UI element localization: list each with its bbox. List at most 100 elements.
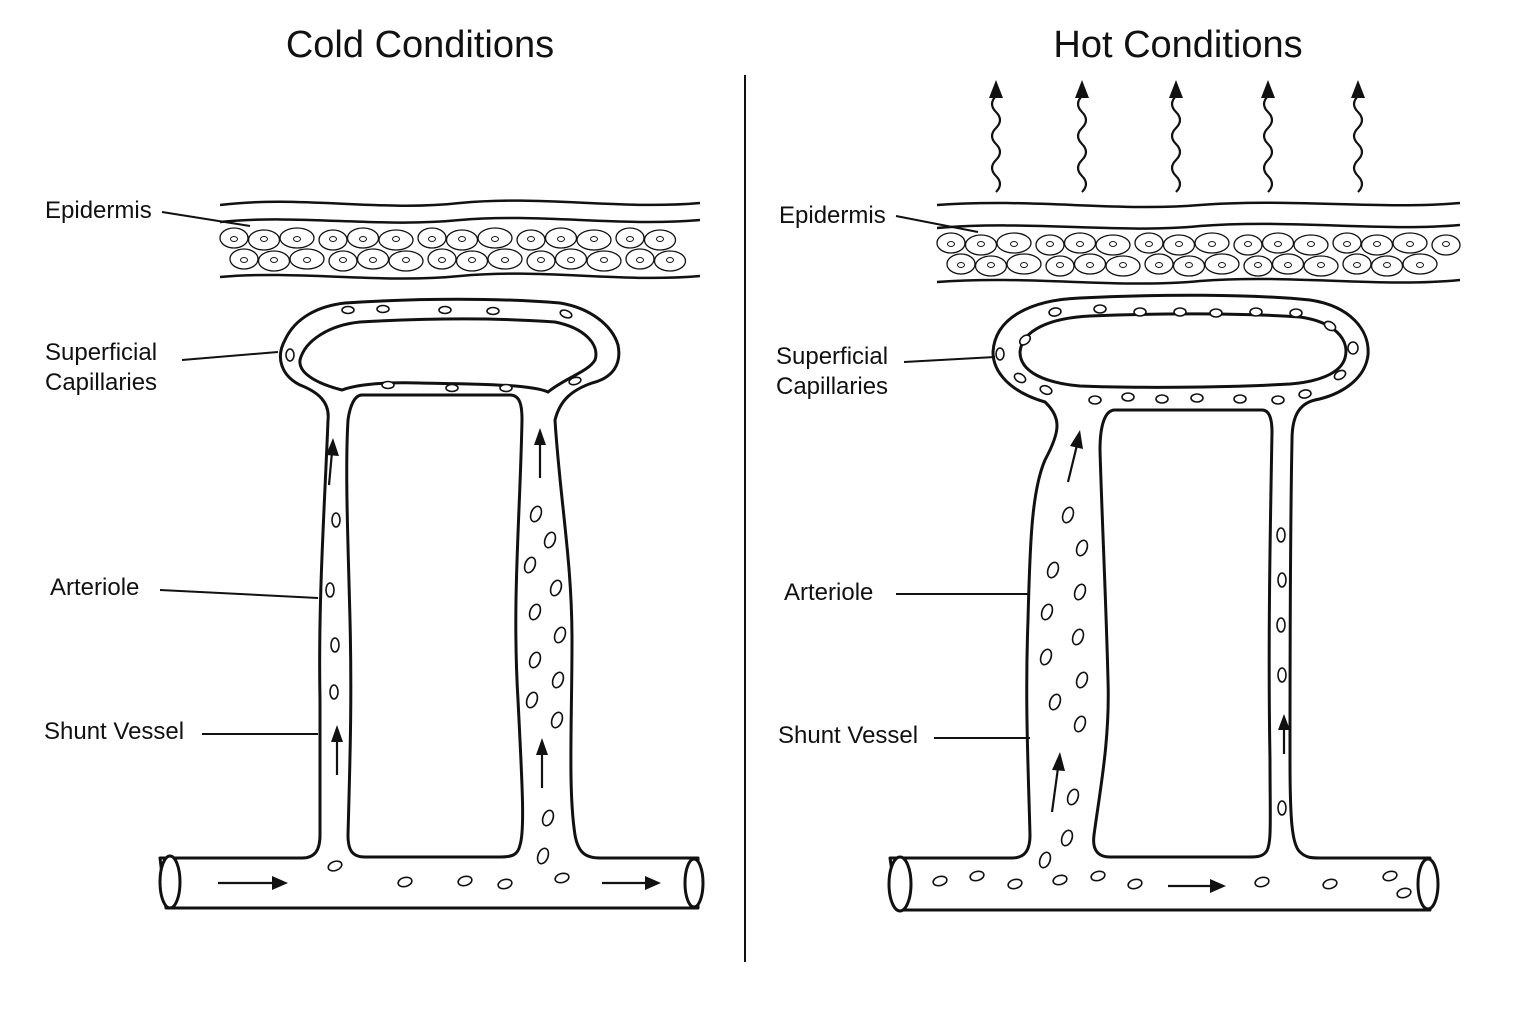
skin-cell-nucleus bbox=[656, 236, 664, 242]
skin-cell-nucleus bbox=[1020, 262, 1028, 268]
skin-cell-nucleus bbox=[1317, 262, 1325, 268]
blood-flow-arrow-icon bbox=[602, 876, 661, 890]
red-blood-cell-icon bbox=[1396, 887, 1412, 899]
skin-cell-nucleus bbox=[329, 236, 337, 242]
red-blood-cell-icon bbox=[327, 860, 343, 872]
red-blood-cell-icon bbox=[543, 531, 557, 549]
red-blood-cell-icon bbox=[1173, 307, 1187, 317]
skin-cell-nucleus bbox=[1175, 241, 1183, 247]
red-blood-cell-icon bbox=[1298, 389, 1312, 399]
skin-cell-nucleus bbox=[1307, 241, 1315, 247]
cold-epidermis-label: Epidermis bbox=[45, 197, 152, 224]
skin-cell-nucleus bbox=[339, 257, 347, 263]
hot-panel-title: Hot Conditions bbox=[1053, 24, 1303, 66]
red-blood-cell-icon bbox=[1322, 878, 1338, 890]
red-blood-cell-icon bbox=[541, 809, 555, 827]
skin-cell-nucleus bbox=[1145, 241, 1153, 247]
red-blood-cell-icon bbox=[969, 870, 985, 882]
blood-flow-arrow-icon bbox=[1278, 714, 1290, 754]
cold-vessel-left-cap bbox=[158, 854, 182, 910]
hot-panel bbox=[887, 80, 1461, 913]
red-blood-cell-icon bbox=[381, 380, 395, 390]
red-blood-cell-icon bbox=[995, 347, 1005, 361]
red-blood-cell-icon bbox=[445, 383, 459, 393]
red-blood-cell-icon bbox=[325, 582, 335, 598]
red-blood-cell-icon bbox=[1093, 304, 1107, 314]
cold-flow-arrows bbox=[218, 428, 661, 890]
red-blood-cell-icon bbox=[1090, 870, 1106, 882]
red-blood-cell-icon bbox=[486, 306, 500, 316]
skin-cell-nucleus bbox=[1343, 241, 1351, 247]
red-blood-cell-icon bbox=[1071, 628, 1085, 646]
red-blood-cell-icon bbox=[554, 872, 570, 884]
skin-cell-nucleus bbox=[438, 257, 446, 263]
red-blood-cell-icon bbox=[1040, 603, 1054, 621]
skin-cell-nucleus bbox=[369, 257, 377, 263]
skin-cell-nucleus bbox=[1274, 241, 1282, 247]
skin-cell-nucleus bbox=[957, 262, 965, 268]
skin-cell-nucleus bbox=[1353, 262, 1361, 268]
red-blood-cell-icon bbox=[1249, 307, 1263, 317]
red-blood-cell-icon bbox=[551, 671, 565, 689]
blood-flow-arrow-icon bbox=[326, 438, 339, 486]
skin-cell-nucleus bbox=[1119, 262, 1127, 268]
red-blood-cell-icon bbox=[457, 875, 473, 887]
red-blood-cell-icon bbox=[523, 556, 537, 574]
red-blood-cell-icon bbox=[559, 309, 573, 319]
blood-flow-arrow-icon bbox=[218, 876, 288, 890]
red-blood-cell-icon bbox=[1347, 341, 1359, 355]
skin-cell-nucleus bbox=[428, 236, 436, 242]
skin-cell-nucleus bbox=[240, 257, 248, 263]
blood-flow-arrow-icon bbox=[1066, 430, 1083, 483]
hot-red-blood-cells bbox=[932, 304, 1412, 899]
blood-flow-arrow-icon bbox=[536, 738, 548, 788]
red-blood-cell-icon bbox=[1276, 617, 1286, 633]
blood-flow-arrow-icon bbox=[1050, 752, 1065, 813]
red-blood-cell-icon bbox=[1121, 392, 1135, 402]
skin-cell-nucleus bbox=[1383, 262, 1391, 268]
red-blood-cell-icon bbox=[1289, 308, 1303, 318]
skin-cell-nucleus bbox=[666, 257, 674, 263]
red-blood-cell-icon bbox=[1254, 876, 1270, 888]
skin-cell-nucleus bbox=[977, 241, 985, 247]
skin-cell-nucleus bbox=[392, 236, 400, 242]
skin-cell-nucleus bbox=[230, 236, 238, 242]
skin-cell-nucleus bbox=[1373, 241, 1381, 247]
skin-cell-nucleus bbox=[402, 257, 410, 263]
hot-capillaries-label-line1: Superficial bbox=[776, 343, 889, 370]
blood-flow-arrow-icon bbox=[331, 725, 343, 775]
red-blood-cell-icon bbox=[1075, 539, 1089, 557]
skin-cell-nucleus bbox=[1010, 241, 1018, 247]
skin-cell-nucleus bbox=[1208, 241, 1216, 247]
red-blood-cell-icon bbox=[1075, 671, 1089, 689]
red-blood-cell-icon bbox=[285, 348, 295, 362]
hot-tissue-space bbox=[1092, 408, 1274, 859]
red-blood-cell-icon bbox=[1038, 851, 1052, 869]
red-blood-cell-icon bbox=[1333, 369, 1347, 381]
red-blood-cell-icon bbox=[550, 711, 564, 729]
red-blood-cell-icon bbox=[1276, 527, 1286, 543]
red-blood-cell-icon bbox=[1133, 307, 1147, 317]
red-blood-cell-icon bbox=[1323, 320, 1337, 332]
skin-cell-nucleus bbox=[1185, 262, 1193, 268]
skin-cell-nucleus bbox=[1406, 241, 1414, 247]
skin-cell-nucleus bbox=[557, 236, 565, 242]
hot-heat-radiation bbox=[989, 80, 1365, 193]
skin-cell-nucleus bbox=[1244, 241, 1252, 247]
skin-cell-nucleus bbox=[293, 236, 301, 242]
red-blood-cell-icon bbox=[1013, 372, 1027, 384]
red-blood-cell-icon bbox=[1007, 878, 1023, 890]
cold-capillaries-label-line2: Capillaries bbox=[45, 369, 158, 396]
skin-cell-nucleus bbox=[458, 236, 466, 242]
red-blood-cell-icon bbox=[1048, 693, 1062, 711]
skin-cell-nucleus bbox=[636, 257, 644, 263]
red-blood-cell-icon bbox=[1060, 829, 1074, 847]
skin-cell-nucleus bbox=[1046, 241, 1054, 247]
hot-skin-cells bbox=[936, 232, 1461, 277]
skin-cell-nucleus bbox=[626, 236, 634, 242]
cold-capillary-lumen bbox=[298, 317, 598, 394]
heat-radiation-arrow-icon bbox=[1351, 80, 1365, 193]
skin-cell-nucleus bbox=[527, 236, 535, 242]
